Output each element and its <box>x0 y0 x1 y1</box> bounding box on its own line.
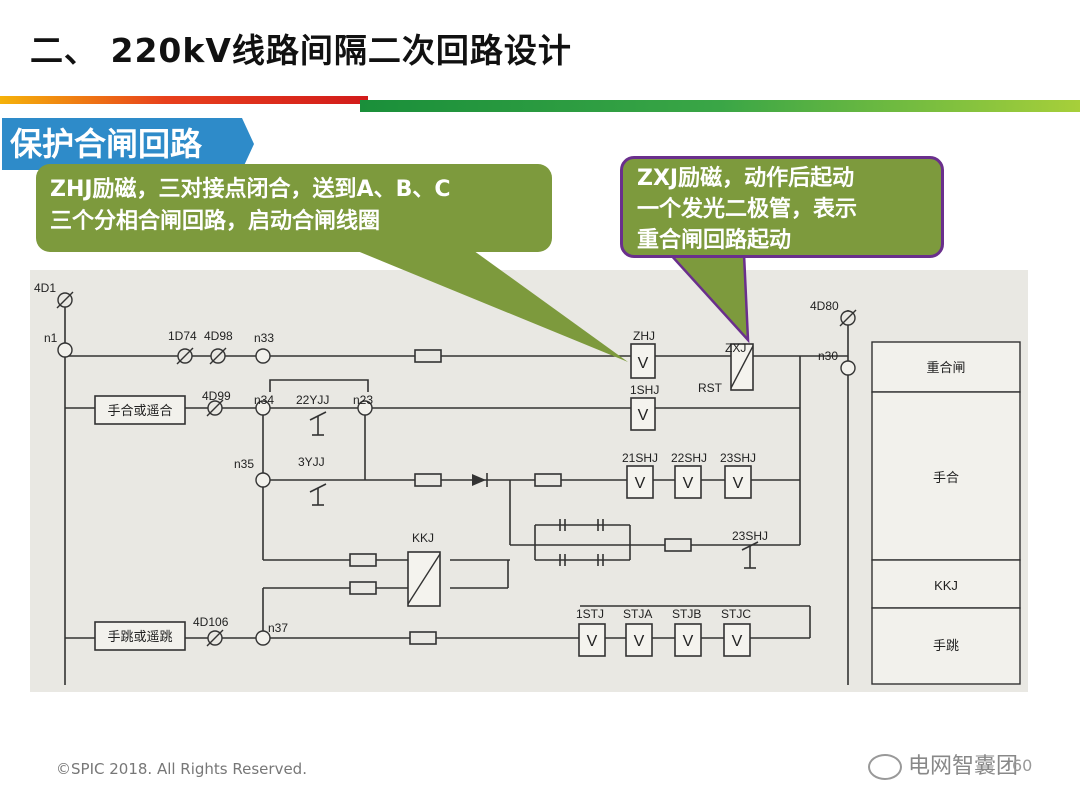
21shj-coil-mark: V <box>635 475 646 492</box>
label-stjb: STJB <box>672 607 701 621</box>
callout-zxj: ZXJ励磁，动作后起动 一个发光二极管，表示 重合闸回路起动 <box>620 156 944 258</box>
header-bar-green <box>360 100 1080 112</box>
header-bar-red <box>0 96 368 104</box>
label-n1: n1 <box>44 331 58 345</box>
label-rst: RST <box>698 381 723 395</box>
label-23shj-contact: 23SHJ <box>732 529 768 543</box>
callout-zxj-line1: ZXJ励磁，动作后起动 <box>637 166 855 191</box>
label-zxj: ZXJ <box>725 341 746 355</box>
label-n23: n23 <box>353 393 373 407</box>
callout-zxj-line3: 重合闸回路起动 <box>637 228 792 253</box>
label-22yjj: 22YJJ <box>296 393 329 407</box>
label-1shj: 1SHJ <box>630 383 659 397</box>
stja-coil-mark: V <box>634 633 645 650</box>
label-1stj: 1STJ <box>576 607 604 621</box>
1stj-coil-mark: V <box>587 633 598 650</box>
label-stja: STJA <box>623 607 652 621</box>
section-label: 保护合闸回路 <box>2 118 254 170</box>
label-1d74: 1D74 <box>168 329 197 343</box>
zhj-coil-mark: V <box>638 355 649 372</box>
shoutiao-button-label: 手跳或遥跳 <box>107 629 172 644</box>
circuit-diagram: 手合或遥合 手跳或遥跳 <box>34 281 1021 685</box>
label-4d98: 4D98 <box>204 329 233 343</box>
copyright: ©SPIC 2018. All Rights Reserved. <box>56 760 307 778</box>
1shj-coil-mark: V <box>638 407 649 424</box>
brand-name: 电网智囊团 <box>908 754 1019 779</box>
panel-shoutiao: 手跳 <box>933 638 959 653</box>
label-23shj: 23SHJ <box>720 451 756 465</box>
panel-kkj: KKJ <box>934 578 958 593</box>
page-title: 二、 220kV线路间隔二次回路设计 <box>30 31 572 70</box>
label-21shj: 21SHJ <box>622 451 658 465</box>
callout-zhj-line2: 三个分相合闸回路，启动合闸线圈 <box>50 209 381 234</box>
label-n33: n33 <box>254 331 274 345</box>
shouhe-button-label: 手合或遥合 <box>107 403 172 418</box>
wechat-icon <box>868 754 902 780</box>
label-3yjj: 3YJJ <box>298 455 325 469</box>
panel-shouhe: 手合 <box>933 470 959 485</box>
circuit-diagram-photo: 手合或遥合 手跳或遥跳 <box>30 270 1028 692</box>
page-number: 60 <box>1012 756 1033 775</box>
label-zhj: ZHJ <box>633 329 655 343</box>
stjb-coil-mark: V <box>683 633 694 650</box>
label-4d1: 4D1 <box>34 281 56 295</box>
stjc-coil-mark: V <box>732 633 743 650</box>
label-n35: n35 <box>234 457 254 471</box>
label-kkj: KKJ <box>412 531 434 545</box>
label-4d106: 4D106 <box>193 615 229 629</box>
23shj-coil-mark: V <box>733 475 744 492</box>
panel-chonghezha: 重合闸 <box>926 360 965 375</box>
brand-watermark: 电网智囊团 <box>868 748 1018 780</box>
callout-zhj: ZHJ励磁，三对接点闭合，送到A、B、C 三个分相合闸回路，启动合闸线圈 <box>36 164 552 252</box>
22shj-coil-mark: V <box>683 475 694 492</box>
label-22shj: 22SHJ <box>671 451 707 465</box>
label-n34: n34 <box>254 393 274 407</box>
label-4d80: 4D80 <box>810 299 839 313</box>
label-stjc: STJC <box>721 607 751 621</box>
callout-zhj-line1: ZHJ励磁，三对接点闭合，送到A、B、C <box>50 177 451 202</box>
label-n37: n37 <box>268 621 288 635</box>
callout-zxj-line2: 一个发光二极管，表示 <box>637 197 858 222</box>
label-n30: n30 <box>818 349 838 363</box>
label-4d99: 4D99 <box>202 389 231 403</box>
